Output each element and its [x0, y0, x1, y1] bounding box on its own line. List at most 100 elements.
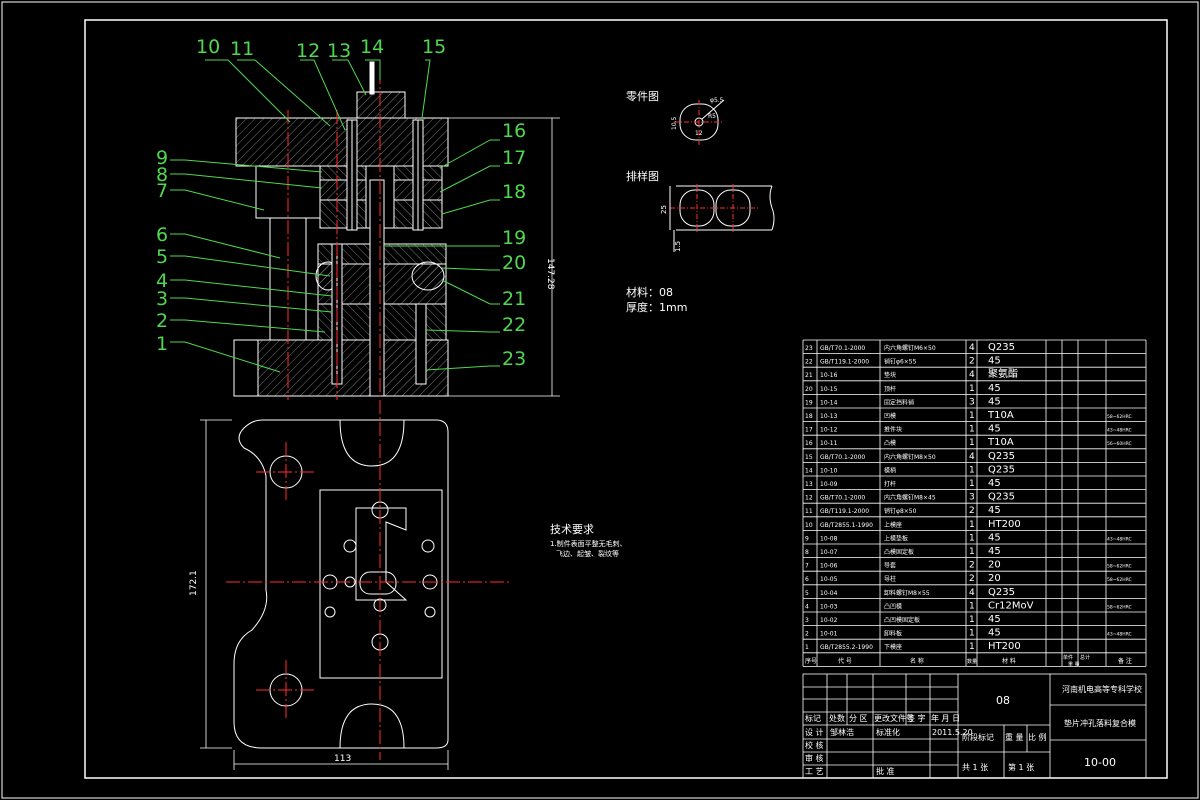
tb-date-value: 2011.5.20	[932, 728, 973, 737]
bom-row-material: Q235	[988, 464, 1015, 475]
bom-row-material: T10A	[987, 410, 1014, 421]
bom-header-total: 总计	[1080, 654, 1090, 661]
bom-row-no: 7	[805, 563, 809, 570]
bom-row-name: 凸凹模固定板	[884, 616, 920, 624]
bom-row-code: 10-11	[820, 440, 838, 447]
tb-designer: 邹林浩	[830, 727, 854, 737]
bom-row-code: GB/T2855.2-1990	[820, 644, 873, 651]
bom-row-qty: 1	[969, 411, 975, 421]
plan-centerlines	[226, 400, 510, 760]
tb-scale: 比 例	[1028, 732, 1047, 742]
bom-row-material: 45	[988, 424, 1001, 435]
bom-row-code: GB/T2855.1-1990	[820, 522, 873, 529]
bom-row-no: 13	[805, 481, 813, 488]
bom-row-code: 10-13	[820, 413, 838, 420]
bom-row-name: 固定挡料销	[884, 398, 914, 406]
bom-row-no: 10	[805, 522, 813, 529]
strip-sketch	[669, 184, 775, 252]
bom-header-code: 代 号	[838, 657, 852, 665]
height-dimension	[448, 117, 560, 397]
bom-row-qty: 4	[969, 343, 975, 353]
bom-row-no: 15	[805, 454, 813, 461]
bom-row-qty: 1	[969, 642, 975, 652]
bom-row-code: 10-07	[820, 549, 838, 556]
bom-row-qty: 2	[969, 574, 975, 584]
bom-row-no: 9	[805, 535, 809, 542]
bom-row-code: 10-04	[820, 590, 838, 597]
part-label-13: 13	[327, 40, 351, 62]
bom-row-code: 10-14	[820, 399, 838, 406]
tb-drawing-no: 10-00	[1084, 756, 1116, 769]
part-label-7: 7	[156, 180, 168, 202]
bom-row-material: 20	[988, 573, 1001, 584]
bom-row-no: 5	[805, 590, 809, 597]
bom-row-qty: 1	[969, 533, 975, 543]
bom-row-material: 45	[988, 546, 1001, 557]
bom-row-note: 43~48HRC	[1107, 536, 1132, 542]
bom-row-qty: 2	[969, 506, 975, 516]
part-dim-c: R5	[708, 113, 716, 120]
bom-row-material: Q235	[988, 587, 1015, 598]
bom-row-material: 45	[988, 614, 1001, 625]
bom-row-name: 推件块	[884, 426, 902, 434]
strip-dim-width: 25	[660, 205, 668, 214]
bom-row-name: 销钉φ6×55	[884, 358, 917, 366]
section-view	[233, 61, 449, 397]
bom-row-name: 下模座	[884, 643, 902, 651]
tech-req-title: 技术要求	[550, 523, 594, 536]
bom-row-material: 45	[988, 478, 1001, 489]
bom-row-qty: 1	[969, 601, 975, 611]
part-label-12: 12	[296, 40, 320, 62]
bom-row-name: 打杆	[884, 480, 896, 488]
tb-design: 设 计	[805, 727, 824, 737]
bom-row-material: 45	[988, 356, 1001, 367]
bom-row-name: 上模垫板	[884, 534, 908, 542]
part-label-19: 19	[502, 227, 526, 249]
tb-review: 审 核	[805, 753, 824, 763]
bom-row-no: 16	[805, 440, 813, 447]
part-label-20: 20	[502, 252, 526, 274]
bom-row-code: 10-10	[820, 467, 838, 474]
section-centerlines	[287, 70, 381, 420]
part-label-15: 15	[422, 36, 446, 58]
bom-row-code: 10-02	[820, 617, 838, 624]
part-label-2: 2	[156, 310, 168, 332]
tb-standard: 标准化	[876, 727, 900, 737]
inner-frame	[84, 19, 1168, 779]
part-sketch	[674, 99, 725, 146]
bom-row-name: 凹模	[884, 412, 896, 420]
bom-row-name: 内六角螺钉M6×50	[884, 344, 936, 352]
part-label-23: 23	[502, 348, 526, 370]
bom-row-qty: 4	[969, 370, 975, 380]
bom-row-note: 58~62HRC	[1107, 577, 1132, 583]
bom-row-material: Cr12MoV	[988, 600, 1034, 611]
bom-row-no: 21	[805, 372, 813, 379]
bom-row-code: 10-16	[820, 372, 838, 379]
bom-row-qty: 1	[969, 547, 975, 557]
bom-row-code: GB/T70.1-2000	[820, 345, 865, 352]
strip-dim-gap: 1.5	[674, 241, 682, 252]
part-label-5: 5	[156, 246, 168, 268]
bom-row-material: 20	[988, 560, 1001, 571]
bom-row-material: Q235	[988, 451, 1015, 462]
bom-row-material: 45	[988, 505, 1001, 516]
part-dim-a: 10.5	[671, 116, 678, 130]
bom-row-code: 10-12	[820, 427, 838, 434]
part-label-14: 14	[360, 36, 384, 58]
bom-row-name: 模柄	[884, 466, 896, 474]
bom-header-no: 序号	[805, 657, 817, 665]
part-label-18: 18	[502, 181, 526, 203]
tech-req-line2: 飞边、起皱、裂纹等	[556, 549, 619, 558]
part-label-17: 17	[502, 147, 526, 169]
part-label-8: 8	[156, 164, 168, 186]
title-block	[802, 673, 1147, 779]
tech-req-line1: 1.制件表面平整无毛刺、	[550, 539, 627, 548]
tb-total-sheets: 共 1 张	[962, 763, 988, 772]
part-drawing-title: 零件图	[626, 90, 659, 103]
bom-row-name: 导柱	[884, 575, 896, 583]
bom-row-code: GB/T70.1-2000	[820, 495, 865, 502]
bom-row-material: 45	[988, 628, 1001, 639]
bom-row-qty: 1	[969, 615, 975, 625]
bom-header-name: 名 称	[910, 657, 924, 665]
